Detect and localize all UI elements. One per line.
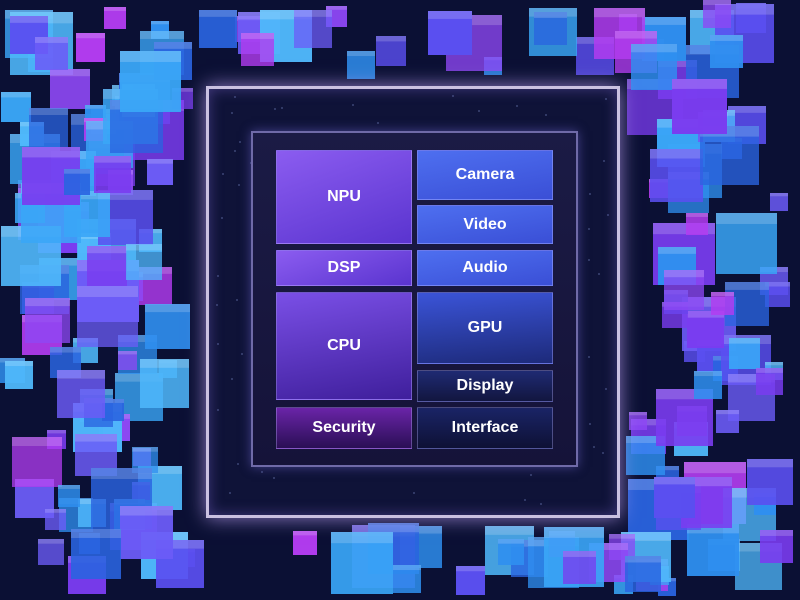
block-camera: Camera: [417, 150, 553, 200]
decor-cube: [331, 532, 393, 594]
block-npu: NPU: [276, 150, 412, 244]
decor-cube: [711, 292, 734, 315]
decor-cube: [672, 79, 727, 134]
block-label-display: Display: [456, 377, 514, 394]
decor-cube: [87, 246, 127, 286]
decor-cube: [650, 149, 703, 202]
decor-cube: [102, 399, 124, 421]
block-video: Video: [417, 205, 553, 244]
decor-cube: [703, 0, 731, 28]
decor-cube: [625, 556, 661, 592]
decor-cube: [629, 412, 647, 430]
decor-cube: [654, 477, 695, 518]
decor-cube: [71, 529, 121, 579]
block-label-gpu: GPU: [467, 319, 503, 336]
decor-cube: [1, 92, 31, 122]
decor-cube: [716, 213, 777, 274]
decor-cube: [747, 459, 793, 505]
decor-cube: [199, 10, 237, 48]
decor-cube: [700, 126, 759, 185]
decor-cube: [687, 311, 724, 348]
block-security: Security: [276, 407, 412, 449]
decor-cube: [241, 33, 274, 66]
decor-cube: [120, 506, 173, 559]
block-label-dsp: DSP: [327, 259, 361, 276]
decor-cube: [756, 368, 783, 395]
decor-cube: [694, 371, 722, 399]
decor-cube: [376, 36, 406, 66]
block-label-audio: Audio: [462, 259, 508, 276]
decor-cube: [393, 565, 421, 593]
decor-cube: [104, 7, 126, 29]
decor-cube: [45, 509, 66, 530]
block-label-npu: NPU: [327, 188, 361, 205]
decor-cube: [145, 304, 190, 349]
decor-cube: [147, 159, 173, 185]
block-label-cpu: CPU: [327, 337, 361, 354]
block-display: Display: [417, 370, 553, 402]
decor-cube: [729, 338, 760, 369]
decor-cube: [765, 282, 790, 307]
decor-cube: [347, 51, 375, 79]
decor-cube: [118, 351, 137, 370]
decor-cube: [12, 437, 62, 487]
decor-cube: [50, 69, 90, 109]
decor-cube: [77, 286, 138, 347]
block-label-video: Video: [463, 215, 507, 233]
decor-cube: [140, 359, 189, 408]
decor-cube: [120, 51, 181, 112]
decor-cube: [631, 44, 677, 90]
decor-cube: [710, 35, 743, 68]
block-gpu: GPU: [417, 292, 553, 364]
decor-cube: [64, 169, 90, 195]
block-label-interface: Interface: [451, 419, 519, 436]
decor-cube: [563, 551, 596, 584]
block-audio: Audio: [417, 250, 553, 286]
block-cpu: CPU: [276, 292, 412, 400]
decor-cube: [428, 11, 472, 55]
decor-cube: [29, 108, 68, 147]
decor-cube: [126, 244, 162, 280]
decor-cube: [294, 10, 332, 48]
decor-cube: [38, 539, 64, 565]
decor-cube: [534, 12, 567, 45]
decor-cube: [760, 530, 793, 563]
decor-cube: [76, 33, 105, 62]
decor-cube: [25, 298, 70, 343]
decor-cube: [664, 270, 704, 310]
decor-cube: [687, 524, 739, 576]
decor-cube: [5, 361, 33, 389]
block-interface: Interface: [417, 407, 553, 449]
decor-cube: [94, 156, 131, 193]
decor-cube: [293, 531, 317, 555]
block-label-camera: Camera: [455, 166, 515, 183]
decor-cube: [456, 566, 485, 595]
decor-cube: [716, 410, 739, 433]
block-dsp: DSP: [276, 250, 412, 286]
decor-cube: [498, 539, 524, 565]
decor-cube: [57, 370, 105, 418]
decor-cube: [770, 193, 788, 211]
decor-cube: [58, 485, 80, 507]
block-label-security: Security: [312, 419, 376, 436]
decor-cube: [35, 37, 68, 70]
decor-cube: [686, 213, 708, 235]
